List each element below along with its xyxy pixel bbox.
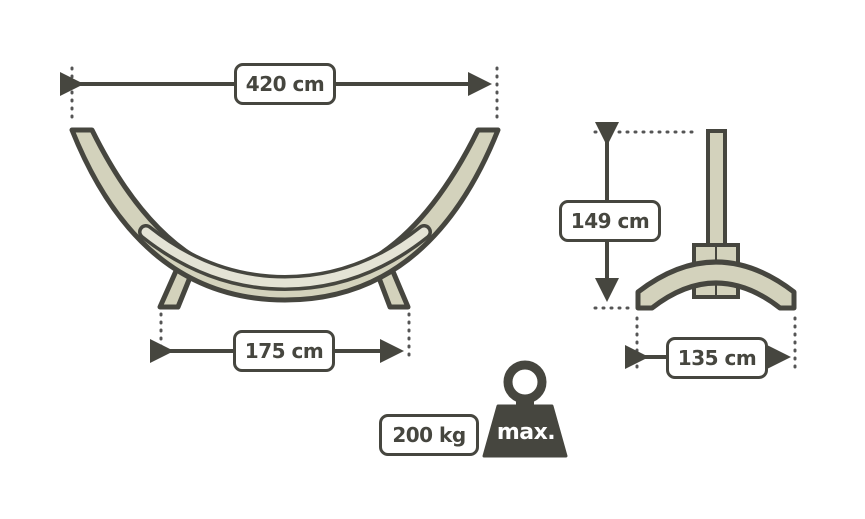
weight-icon [482, 360, 568, 458]
base-width-label: 175 cm [233, 330, 335, 372]
base-depth-label: 135 cm [666, 337, 768, 379]
max-weight-label: 200 kg [379, 414, 479, 456]
arch [69, 127, 501, 303]
front-view-stand [69, 127, 501, 310]
width-label: 420 cm [234, 63, 336, 105]
side-view-stand [635, 129, 797, 311]
max-text: max. [496, 420, 556, 445]
height-label: 149 cm [559, 200, 661, 242]
